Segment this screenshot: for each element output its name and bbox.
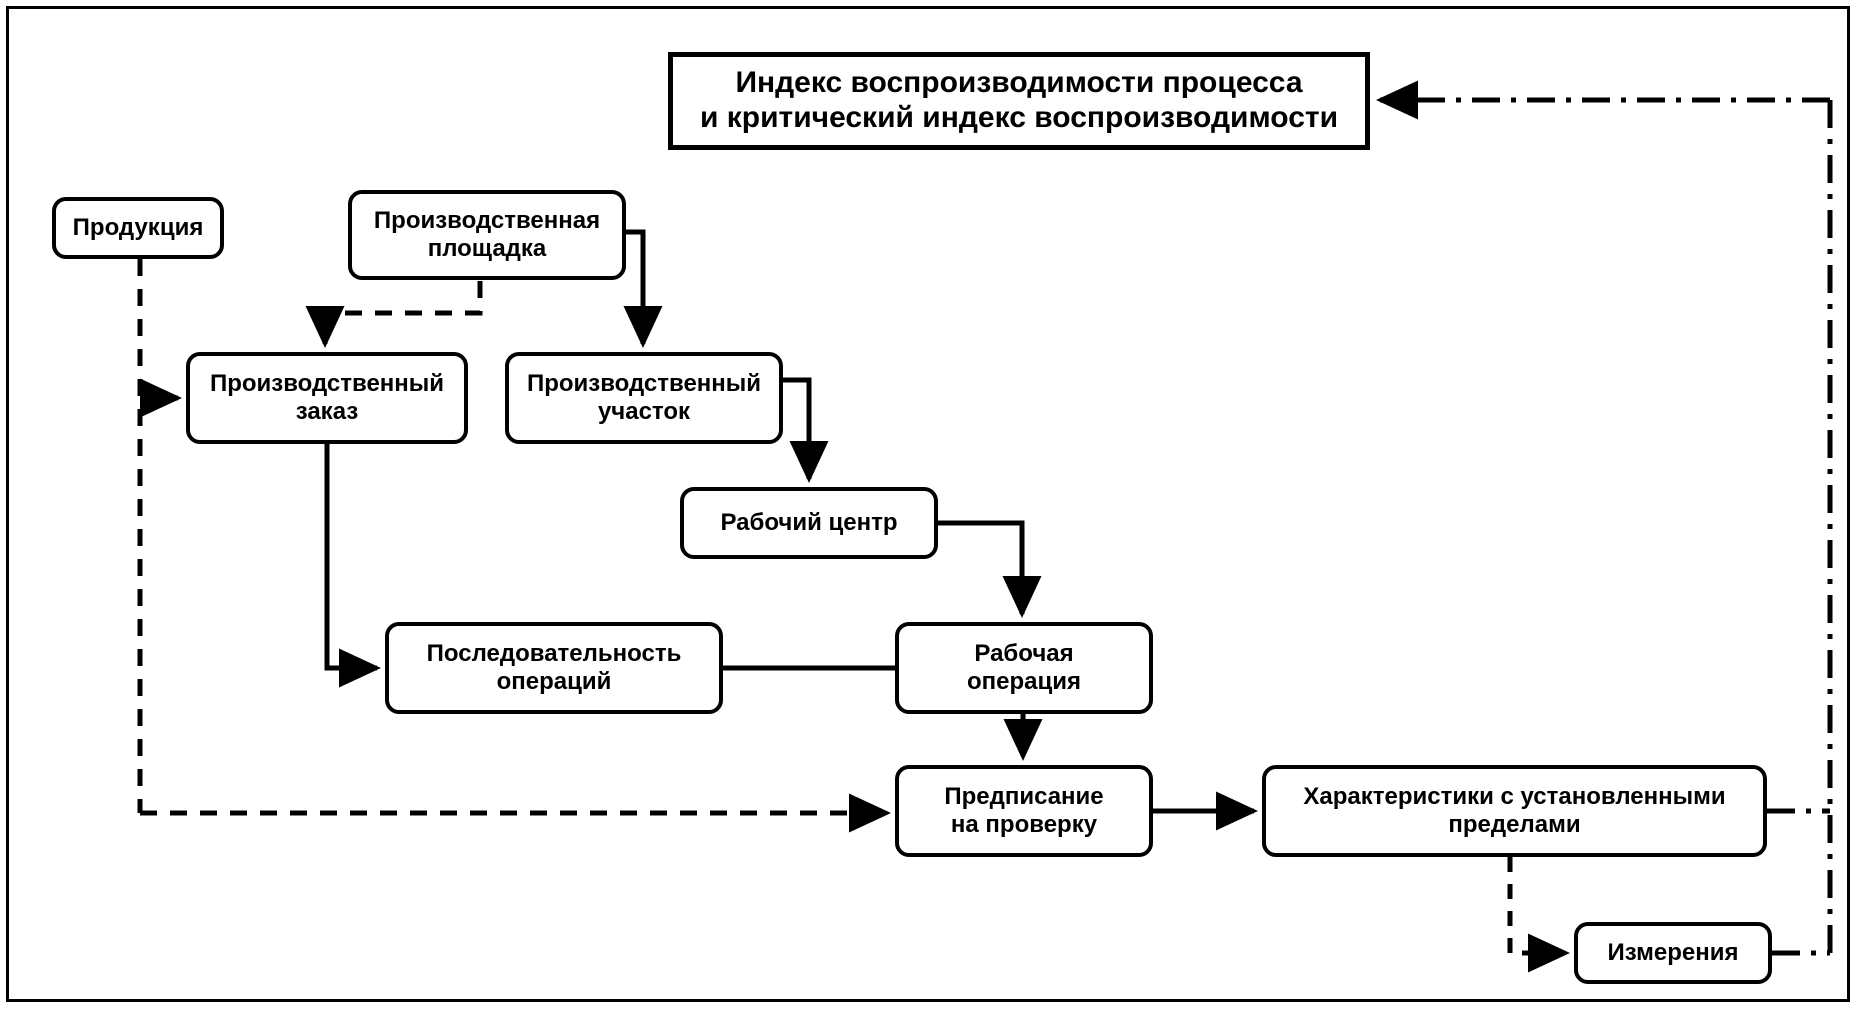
node-work-operation-label: Рабочая операция [966,640,1082,695]
node-work-operation[interactable]: Рабочая операция [895,622,1153,714]
node-characteristics-with-limits-label: Характеристики с установленными пределам… [1303,783,1726,838]
node-product[interactable]: Продукция [52,197,224,259]
node-work-center-label: Рабочий центр [720,509,898,537]
node-operation-sequence[interactable]: Последовательность операций [385,622,723,714]
diagram-border-frame [6,6,1850,1002]
node-title-label: Индекс воспроизводимости процесса и крит… [699,66,1339,134]
node-production-order[interactable]: Производственный заказ [186,352,468,444]
node-production-order-label: Производственный заказ [209,370,445,425]
node-inspection-order-label: Предписание на проверку [944,783,1104,838]
node-operation-sequence-label: Последовательность операций [426,640,682,695]
node-measurements-label: Измерения [1607,939,1739,967]
node-production-site-label: Производственная площадка [373,207,601,262]
node-production-section-label: Производственный участок [526,370,762,425]
node-title-box[interactable]: Индекс воспроизводимости процесса и крит… [668,52,1370,150]
node-production-section[interactable]: Производственный участок [505,352,783,444]
node-inspection-order[interactable]: Предписание на проверку [895,765,1153,857]
node-measurements[interactable]: Измерения [1574,922,1772,984]
node-production-site[interactable]: Производственная площадка [348,190,626,280]
node-product-label: Продукция [72,214,204,242]
node-work-center[interactable]: Рабочий центр [680,487,938,559]
node-characteristics-with-limits[interactable]: Характеристики с установленными пределам… [1262,765,1767,857]
